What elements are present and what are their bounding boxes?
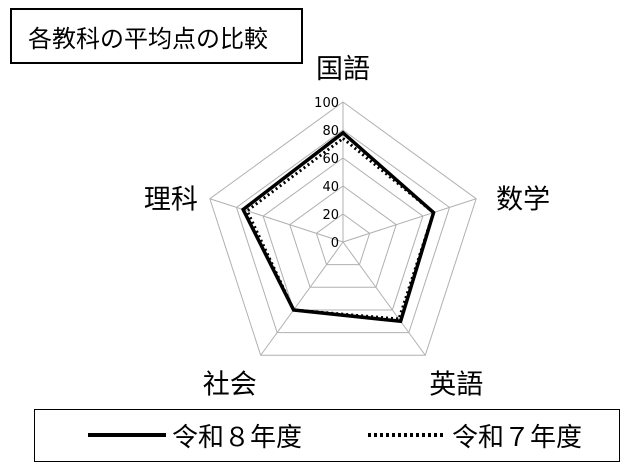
chart-title-box: 各教科の平均点の比較 — [10, 8, 303, 64]
grid-ring-40 — [289, 185, 397, 288]
series-line-2 — [245, 136, 436, 321]
legend: 令和８年度 令和７年度 — [34, 409, 620, 462]
axis-label-2: 英語 — [429, 369, 483, 400]
legend-item-series-2: 令和７年度 — [368, 420, 582, 453]
spoke-2 — [342, 241, 426, 356]
axis-label-1: 数学 — [496, 185, 550, 216]
tick-label-40: 40 — [322, 180, 339, 195]
axis-label-0: 国語 — [316, 54, 370, 85]
grid-ring-20 — [315, 213, 371, 266]
tick-label-0: 0 — [331, 236, 339, 251]
legend-label-series-2: 令和７年度 — [452, 422, 583, 453]
spoke-1 — [342, 198, 477, 243]
legend-label-series-1: 令和８年度 — [172, 422, 303, 453]
axis-label-4: 理科 — [144, 185, 198, 216]
tick-label-20: 20 — [322, 208, 339, 223]
tick-label-100: 100 — [314, 96, 339, 111]
grid-ring-60 — [262, 157, 424, 311]
series-line-1 — [240, 130, 436, 324]
axis-label-3: 社会 — [203, 369, 257, 400]
legend-line-dotted — [368, 433, 446, 437]
grid-ring-80 — [235, 129, 451, 334]
tick-label-60: 60 — [322, 152, 339, 167]
spoke-3 — [260, 241, 344, 356]
chart-title: 各教科の平均点の比較 — [28, 24, 268, 53]
grid-ring-100 — [209, 101, 477, 356]
tick-label-80: 80 — [322, 124, 339, 139]
spoke-4 — [209, 198, 344, 243]
legend-item-series-1: 令和８年度 — [88, 420, 302, 453]
legend-line-solid — [88, 433, 166, 437]
